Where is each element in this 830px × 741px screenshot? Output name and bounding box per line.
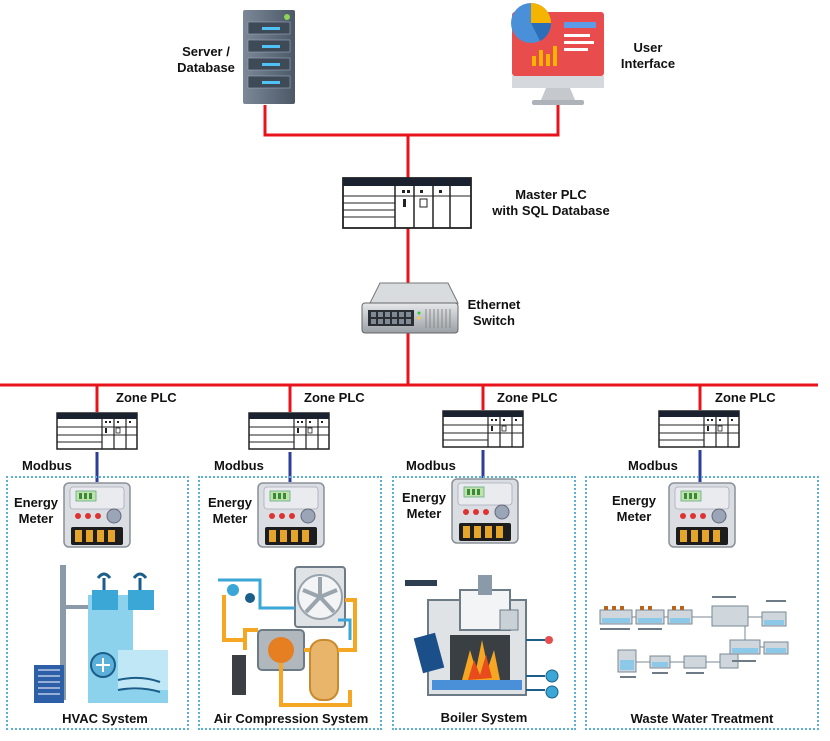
modbus-label: Modbus (22, 458, 72, 473)
energy-meter-label: Energy Meter (604, 493, 664, 525)
zone-plc-icon (248, 412, 330, 450)
system-label-waste-water: Waste Water Treatment (630, 711, 774, 726)
ui-label-line1: User (633, 40, 663, 55)
server-label: Server / Database (166, 44, 246, 76)
ethernet-switch-icon (361, 282, 459, 334)
switch-label-line2: Switch (473, 313, 515, 328)
zone-box-hvac (6, 476, 189, 730)
switch-label-line1: Ethernet (467, 297, 521, 312)
energy-meter-label-line2: Meter (406, 506, 442, 521)
system-label-boiler: Boiler System (440, 710, 528, 725)
modbus-label: Modbus (406, 458, 456, 473)
server-icon (243, 10, 295, 104)
zone-plc-label: Zone PLC (116, 390, 177, 405)
modbus-label: Modbus (628, 458, 678, 473)
server-label-line2: Database (177, 60, 235, 75)
air-compression-illustration (218, 566, 357, 707)
energy-meter-label-line1: Energy (207, 495, 253, 510)
server-label-line1: Server / (182, 44, 230, 59)
monitor-icon (511, 3, 604, 105)
energy-meter-label-line2: Meter (212, 511, 248, 526)
master-plc-icon (342, 177, 472, 229)
master-plc-label-line2: with SQL Database (492, 203, 610, 218)
master-plc-label-line1: Master PLC (515, 187, 587, 202)
hvac-illustration (34, 565, 168, 703)
energy-meter-label-line1: Energy (401, 490, 447, 505)
zone-plc-icon (442, 410, 524, 448)
energy-meter-label-line2: Meter (616, 509, 652, 524)
zone-box-boiler (392, 476, 576, 730)
zone-plc-icon (658, 410, 740, 448)
user-interface-label: User Interface (610, 40, 686, 72)
ethernet-switch-label: Ethernet Switch (458, 297, 530, 329)
energy-meter-label-line2: Meter (18, 511, 54, 526)
zone-plc-label: Zone PLC (304, 390, 365, 405)
top-network-lines (0, 105, 818, 412)
waste-water-illustration (599, 596, 789, 678)
zone-box-air-compression (198, 476, 382, 730)
system-label-air-compression: Air Compression System (213, 711, 369, 726)
system-label-hvac: HVAC System (62, 711, 148, 726)
energy-meter-label: Energy Meter (202, 495, 258, 527)
ui-label-line2: Interface (620, 56, 676, 71)
zone-plc-label: Zone PLC (497, 390, 558, 405)
boiler-illustration (405, 575, 559, 699)
zone-box-waste-water (585, 476, 819, 730)
zone-plc-label: Zone PLC (715, 390, 776, 405)
zone-plc-icon (56, 412, 138, 450)
energy-meter-label-line1: Energy (13, 495, 59, 510)
modbus-label: Modbus (214, 458, 264, 473)
energy-meter-label: Energy Meter (396, 490, 452, 522)
energy-meter-label-line1: Energy (611, 493, 657, 508)
energy-meter-label: Energy Meter (10, 495, 62, 527)
master-plc-label: Master PLC with SQL Database (478, 187, 624, 219)
